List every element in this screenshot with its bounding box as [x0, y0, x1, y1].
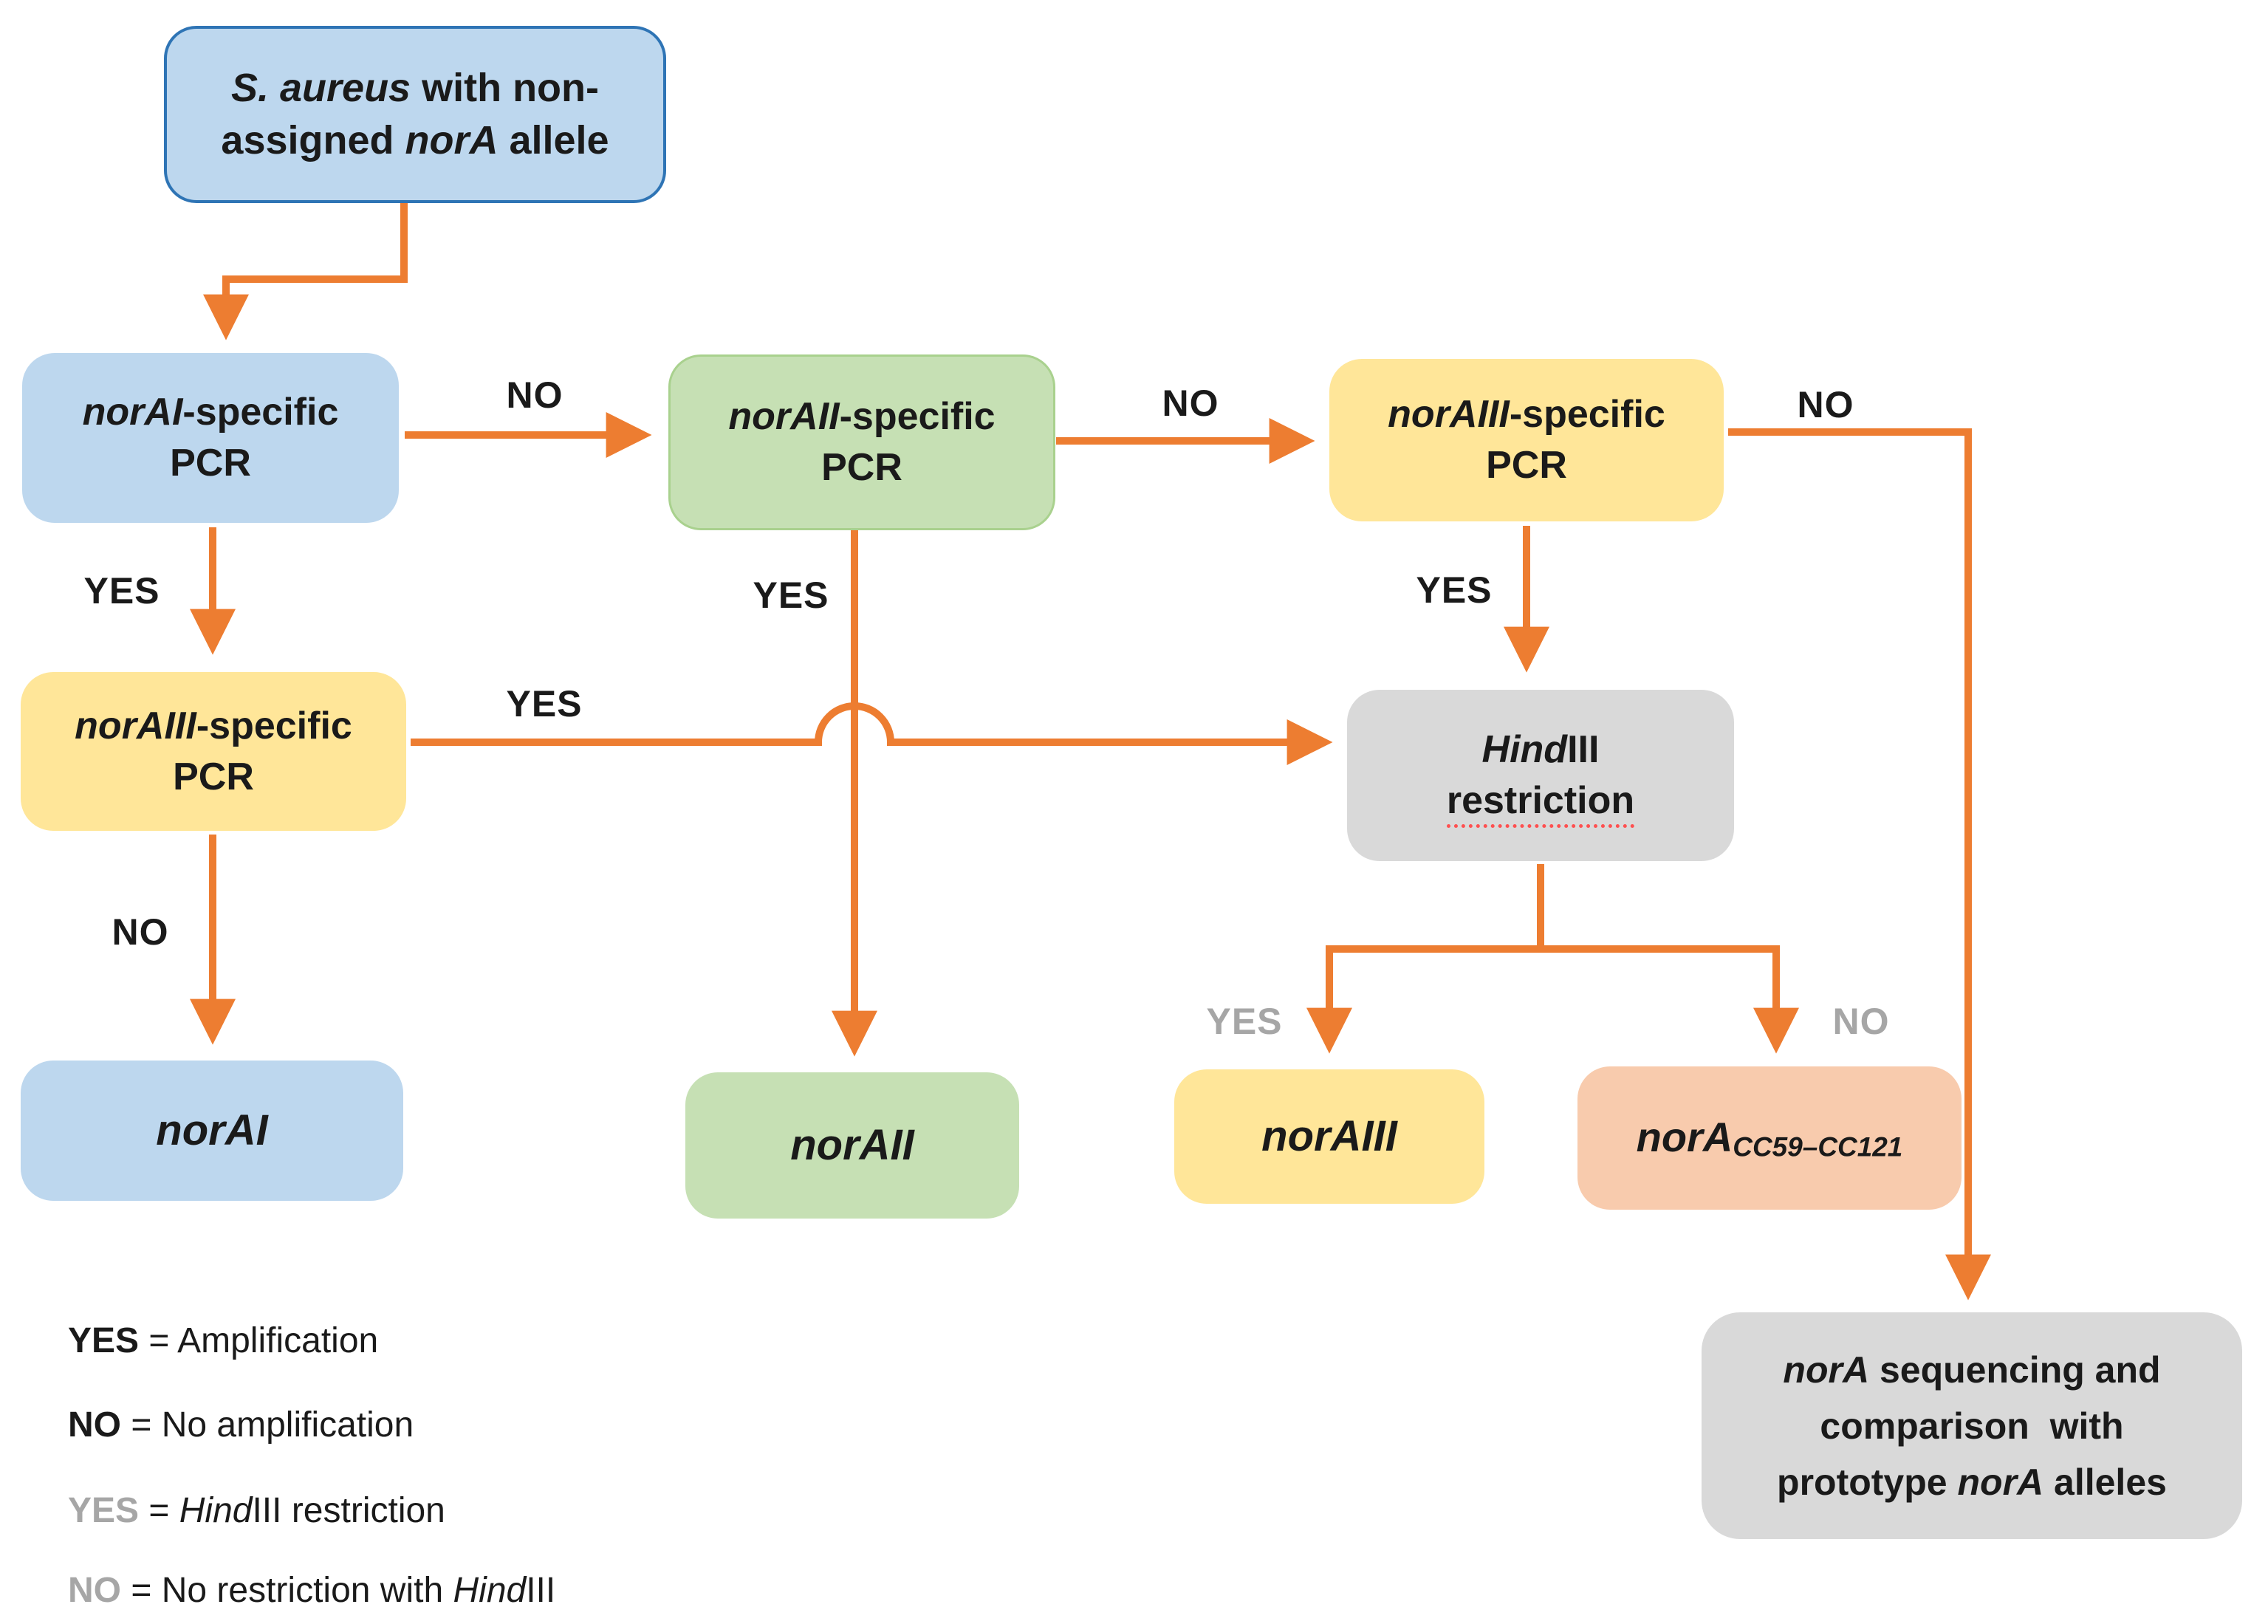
node-nora-sequencing: norA sequencing and comparison with prot…	[1702, 1312, 2242, 1539]
node-hindiii-restriction: HindIII restriction	[1347, 690, 1734, 861]
node-noraiii-specific-pcr-top: norAIII-specific PCR	[1329, 359, 1724, 521]
text-segment: Hind	[453, 1571, 527, 1610]
text-segment: Hind	[1481, 728, 1568, 772]
text-segment: norAIII	[1388, 393, 1510, 436]
decision-label-yes-3: YES	[753, 575, 829, 616]
text-segment: norAI	[82, 391, 183, 434]
decision-label-no-4: NO	[112, 911, 169, 953]
node-noraii-specific-pcr: norAII-specific PCR	[668, 354, 1055, 530]
text-segment: CC59–CC121	[1733, 1131, 1903, 1162]
node-noraii-specific-pcr-label: norAII-specific PCR	[728, 391, 995, 493]
decision-label-yes-4: YES	[1416, 569, 1493, 611]
text-segment: norA	[405, 118, 499, 162]
node-start-label: S. aureus with non- assigned norA allele	[221, 62, 609, 168]
decision-label-no-1: NO	[506, 374, 563, 416]
text-segment: with non- assigned	[221, 65, 600, 162]
text-segment: norA	[1636, 1114, 1733, 1161]
text-segment: -specific PCR	[821, 395, 996, 489]
text-segment: -specific PCR	[173, 704, 352, 798]
node-nora-sequencing-label: norA sequencing and comparison with prot…	[1777, 1342, 2167, 1510]
text-segment: = Amplification	[139, 1321, 379, 1360]
decision-label-no-3: NO	[1797, 384, 1854, 425]
text-segment: restriction	[1446, 779, 1635, 828]
text-segment: NO	[68, 1571, 121, 1610]
node-noraiii-result-label: norAIII	[1261, 1109, 1397, 1165]
node-norai-specific-pcr: norAI-specific PCR	[22, 353, 399, 523]
node-noraii-result: norAII	[685, 1072, 1019, 1219]
text-segment: III restriction	[252, 1491, 445, 1530]
text-segment: norAIII	[1261, 1111, 1397, 1160]
node-nora-cc59-cc121-result-label: norACC59–CC121	[1637, 1110, 1903, 1165]
legend-row-yes-amplification: YES = Amplification	[68, 1320, 378, 1361]
text-segment: norA	[1783, 1349, 1870, 1391]
node-noraiii-result: norAIII	[1174, 1069, 1484, 1204]
text-segment: -specific PCR	[170, 391, 339, 484]
text-segment: norA	[1957, 1461, 2044, 1503]
text-segment: = No restriction with	[121, 1571, 453, 1610]
node-noraii-result-label: norAII	[790, 1117, 914, 1174]
node-norai-specific-pcr-label: norAI-specific PCR	[83, 387, 339, 488]
text-segment: Hind	[179, 1491, 253, 1530]
text-segment: norAIII	[75, 704, 196, 747]
text-segment: norAII	[728, 395, 840, 439]
node-norai-result: norAI	[21, 1061, 403, 1201]
text-segment: S. aureus	[230, 65, 411, 110]
node-noraiii-specific-pcr-left: norAIII-specific PCR	[21, 672, 406, 831]
decision-label-no-2: NO	[1162, 383, 1219, 424]
text-segment: norAI	[156, 1106, 268, 1154]
decision-label-yes-1: YES	[83, 570, 160, 611]
decision-label-hindiii-yes: YES	[1206, 1001, 1283, 1042]
text-segment: sequencing and comparison with prototype	[1777, 1349, 2161, 1503]
text-segment: III	[1567, 728, 1600, 772]
text-segment: = No amplification	[121, 1405, 414, 1445]
node-noraiii-specific-pcr-top-label: norAIII-specific PCR	[1388, 389, 1665, 490]
text-segment: alleles	[2043, 1461, 2167, 1503]
decision-label-hindiii-no: NO	[1832, 1001, 1890, 1042]
connector-start-to-norai-pcr	[203, 199, 408, 340]
node-noraiii-specific-pcr-left-label: norAIII-specific PCR	[75, 701, 352, 802]
text-segment: -specific PCR	[1486, 393, 1665, 487]
node-norai-result-label: norAI	[156, 1103, 267, 1159]
legend-row-no-hindiii-restriction: NO = No restriction with HindIII	[68, 1570, 555, 1611]
node-start: S. aureus with non- assigned norA allele	[164, 26, 666, 203]
legend-row-no-amplification: NO = No amplification	[68, 1405, 414, 1445]
text-segment: III	[526, 1571, 556, 1610]
legend-row-yes-hindiii-restriction: YES = HindIII restriction	[68, 1490, 445, 1531]
text-segment: =	[139, 1491, 179, 1530]
text-segment: NO	[68, 1405, 121, 1445]
node-hindiii-restriction-label: HindIII restriction	[1446, 724, 1635, 828]
node-nora-cc59-cc121-result: norACC59–CC121	[1577, 1066, 1962, 1210]
decision-label-yes-2: YES	[506, 683, 583, 724]
text-segment: YES	[68, 1321, 140, 1360]
text-segment: YES	[68, 1491, 140, 1530]
connector-no-noraiii-to-sequencing	[1728, 428, 1991, 1301]
text-segment: norAII	[790, 1120, 914, 1169]
text-segment: allele	[498, 118, 609, 162]
